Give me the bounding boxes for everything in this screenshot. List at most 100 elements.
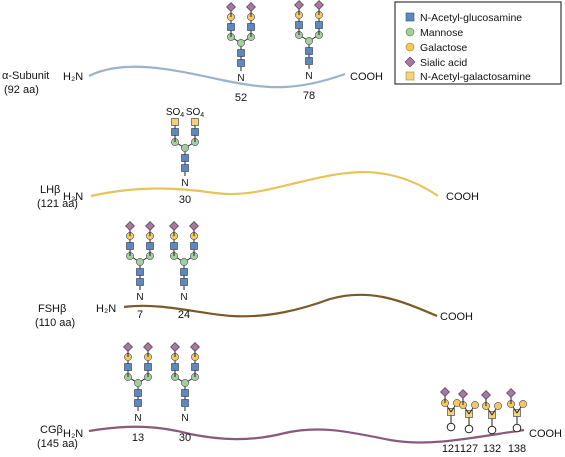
- glycosylation-site-number: 78: [303, 90, 315, 102]
- mannose-icon: [134, 379, 142, 387]
- sialic-acid-icon: [123, 342, 133, 352]
- glcnac-icon: [170, 242, 178, 250]
- sialic-acid-icon: [481, 390, 491, 400]
- glcnac-icon: [191, 128, 199, 136]
- glcnac-icon: [191, 363, 199, 371]
- mannose-icon: [181, 379, 189, 387]
- galactose-icon: [519, 400, 527, 408]
- glcnac-icon: [305, 47, 313, 55]
- chain-length: (121 aa): [37, 198, 78, 210]
- mannose-icon: [237, 39, 245, 47]
- mannose-icon: [305, 37, 313, 45]
- c-terminus-label: COOH: [440, 311, 473, 323]
- legend-item-galactose: Galactose: [405, 42, 467, 54]
- asparagine-label: N: [180, 292, 187, 303]
- mannose-icon: [136, 258, 144, 266]
- sialic-acid-icon: [125, 221, 135, 231]
- galnac-icon: [191, 118, 199, 126]
- chain-name: FSHβ: [38, 303, 66, 315]
- sulfate-label: SO4: [166, 107, 184, 119]
- fsh-beta-backbone: [123, 293, 438, 318]
- mannose-icon: [405, 27, 415, 37]
- glcnac-icon: [126, 242, 134, 250]
- chain-name: CGβ: [40, 424, 63, 436]
- glcnac-icon: [405, 12, 415, 22]
- glcnac-icon: [190, 242, 198, 250]
- sialic-acid-icon: [226, 2, 236, 12]
- glcnac-icon: [247, 23, 255, 31]
- glcnac-icon: [315, 21, 323, 29]
- ser-thr-icon: [487, 425, 497, 435]
- chain-length: (110 aa): [35, 317, 75, 329]
- chain-length: (92 aa): [4, 84, 39, 96]
- ser-thr-icon: [464, 424, 474, 434]
- legend-item-glcnac: N-Acetyl-glucosamine: [405, 12, 522, 24]
- glcnac-icon: [144, 363, 152, 371]
- glcnac-icon: [134, 399, 142, 407]
- ser-thr-icon: [512, 423, 522, 433]
- chain-length: (145 aa): [37, 438, 78, 450]
- glcnac-icon: [180, 278, 188, 286]
- mannose-icon: [181, 144, 189, 152]
- sialic-acid-icon: [170, 342, 180, 352]
- glcnac-icon: [295, 21, 303, 29]
- sialic-acid-icon: [145, 221, 155, 231]
- glycosylation-site-number: 30: [179, 432, 191, 444]
- n-terminus-label: H₂N: [63, 71, 83, 83]
- glycosylation-site-number: 13: [132, 432, 144, 444]
- glcnac-icon: [146, 242, 154, 250]
- legend-item-mannose: Mannose: [405, 27, 463, 39]
- glycosylation-site-number: 121: [442, 443, 460, 455]
- sialic-acid-icon: [314, 0, 324, 10]
- sialic-acid-icon: [190, 342, 200, 352]
- glcnac-icon: [124, 363, 132, 371]
- mannose-icon: [180, 258, 188, 266]
- sialic-acid-icon: [246, 2, 256, 12]
- glycosylation-site-number: 138: [508, 443, 526, 455]
- asparagine-label: N: [181, 413, 188, 424]
- sialic-acid-icon: [143, 342, 153, 352]
- sialic-acid-icon: [440, 387, 450, 397]
- c-terminus-label: COOH: [350, 71, 383, 83]
- legend-item-galnac: N-Acetyl-galactosamine: [405, 71, 531, 83]
- chain-name: LHβ: [40, 184, 60, 196]
- asparagine-label: N: [305, 71, 312, 82]
- n-terminus-label: H₂N: [63, 428, 83, 440]
- galactose-icon: [471, 401, 479, 409]
- galnac-icon: [405, 71, 415, 81]
- glcnac-icon: [237, 59, 245, 67]
- glcnac-icon: [134, 389, 142, 397]
- glcnac-icon: [181, 399, 189, 407]
- n-terminus-label: H₂N: [63, 191, 83, 203]
- glcnac-icon: [181, 154, 189, 162]
- sialic-acid-icon: [506, 388, 516, 398]
- asparagine-label: N: [136, 292, 143, 303]
- galnac-icon: [171, 118, 179, 126]
- glcnac-icon: [136, 268, 144, 276]
- glycosylation-site-number: 127: [460, 443, 478, 455]
- asparagine-label: N: [134, 413, 141, 424]
- cg-beta-backbone: [88, 425, 525, 444]
- glcnac-icon: [227, 23, 235, 31]
- sialic-acid-icon: [189, 221, 199, 231]
- legend-box: [394, 1, 562, 85]
- legend: N-Acetyl-glucosamine Mannose Galactose S…: [394, 1, 562, 85]
- sialic-acid-icon: [169, 221, 179, 231]
- sialic-acid-icon: [404, 56, 416, 68]
- c-terminus-label: COOH: [446, 191, 479, 203]
- ser-thr-icon: [446, 422, 456, 432]
- galactose-icon: [405, 42, 415, 52]
- glcnac-icon: [171, 128, 179, 136]
- glycosylation-site-number: 30: [179, 194, 191, 206]
- legend-label: Mannose: [420, 27, 463, 39]
- glycosylation-site-number: 132: [483, 443, 501, 455]
- glcnac-icon: [180, 268, 188, 276]
- asparagine-label: N: [181, 178, 188, 189]
- glcnac-icon: [136, 278, 144, 286]
- glycosylation-site-number: 24: [178, 309, 190, 321]
- sulfate-label: SO4: [186, 107, 204, 119]
- glcnac-icon: [181, 389, 189, 397]
- glcnac-icon: [171, 363, 179, 371]
- n-terminus-label: H₂N: [96, 303, 116, 315]
